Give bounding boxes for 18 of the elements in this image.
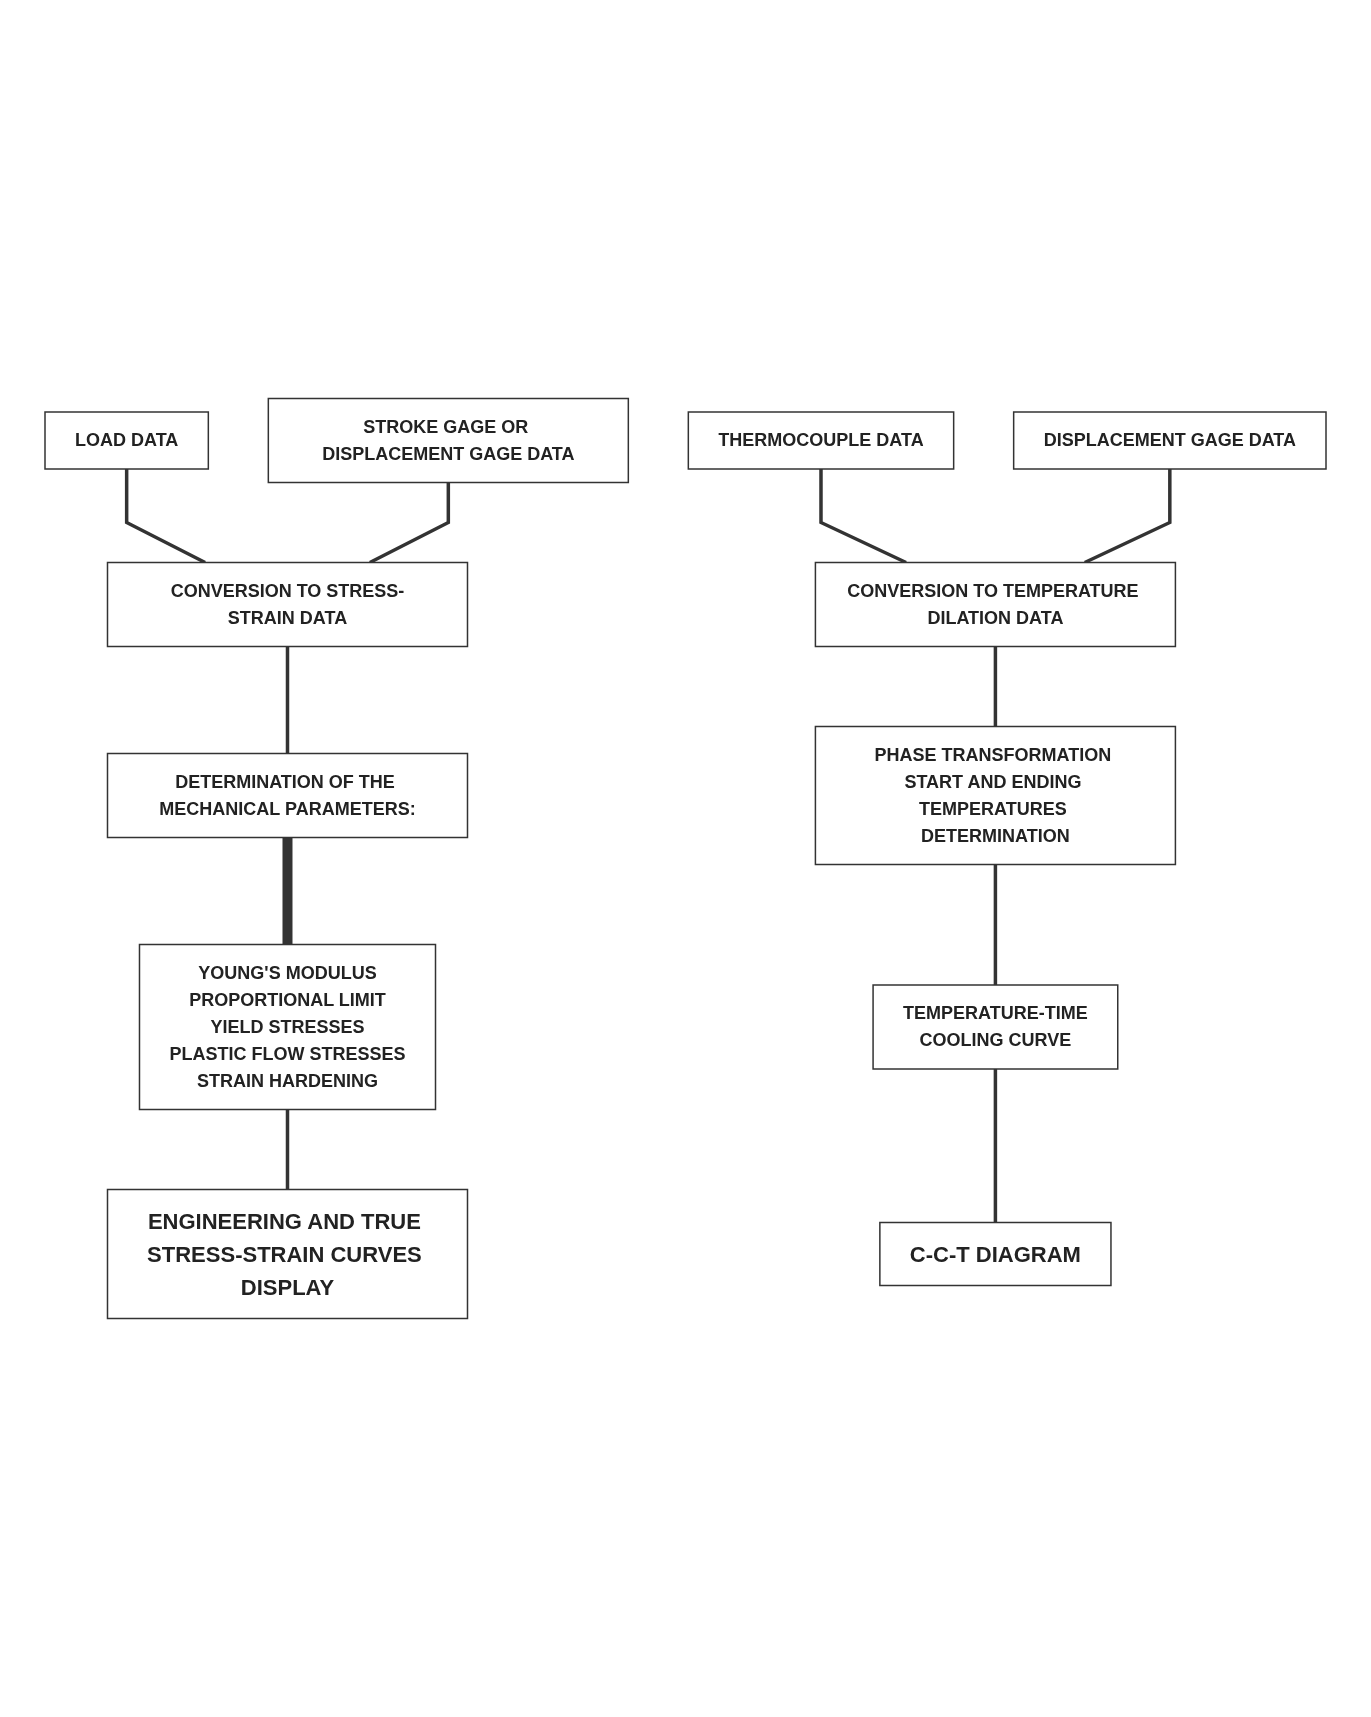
connector xyxy=(282,837,293,945)
node-box: PHASE TRANSFORMATION START AND ENDING TEMPERATURES DETERMINATION xyxy=(814,725,1177,866)
node-box: TEMPERATURE-TIME COOLING CURVE xyxy=(872,984,1119,1070)
node-box: DISPLACEMENT GAGE DATA xyxy=(1012,411,1327,470)
node-box: LOAD DATA xyxy=(44,411,210,470)
connector xyxy=(993,1069,998,1223)
node-box: THERMOCOUPLE DATA xyxy=(687,411,955,470)
connector xyxy=(285,1109,290,1190)
node-box: C-C-T DIAGRAM xyxy=(879,1221,1112,1287)
connector xyxy=(993,864,998,985)
node-box: YOUNG'S MODULUS PROPORTIONAL LIMIT YIELD STRESSES PLASTIC FLOW STRESSES STRAIN HARDENING xyxy=(138,943,437,1111)
node-box: DETERMINATION OF THE MECHANICAL PARAMETERS: xyxy=(106,752,469,839)
node-box: STROKE GAGE OR DISPLACEMENT GAGE DATA xyxy=(267,397,630,484)
node-box: CONVERSION TO STRESS-STRAIN DATA xyxy=(106,561,469,648)
node-box: CONVERSION TO TEMPERATURE DILATION DATA xyxy=(814,561,1177,648)
node-box: ENGINEERING AND TRUE STRESS-STRAIN CURVES DISPLAY xyxy=(106,1188,469,1320)
connector xyxy=(993,646,998,727)
connector xyxy=(285,646,290,754)
